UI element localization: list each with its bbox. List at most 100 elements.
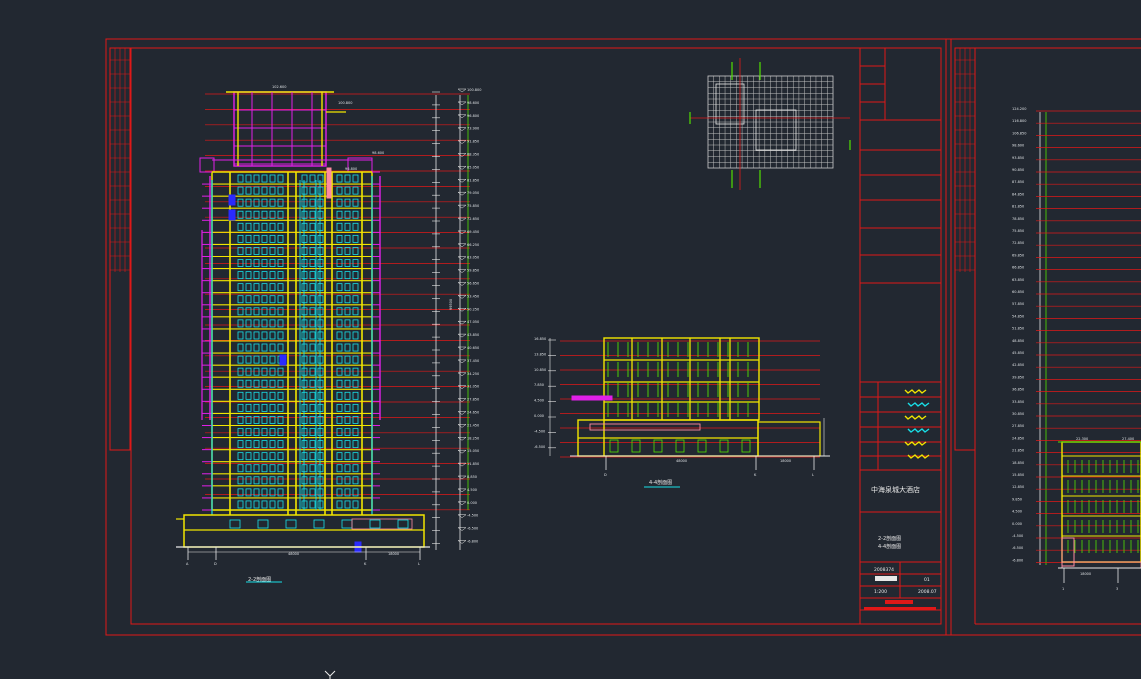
window [237,307,244,316]
sheet-number: 01 [924,577,930,583]
window [317,259,324,267]
elevation-marker [457,372,467,377]
window [253,234,260,243]
window [301,379,308,388]
elevation-label: 4.500 [467,488,477,492]
sheet-1-frame [105,38,1141,636]
elevation-label: 0.000 [467,501,477,505]
window [352,174,359,183]
elevation-label: 36.850 [1012,388,1024,392]
window [261,500,268,509]
window [352,295,359,304]
window [253,488,260,497]
podium-section-4-4[interactable]: 16.85013.85010.8507.8504.5000.000-4.500-… [534,337,830,488]
elevation-label: 69.450 [467,230,479,234]
podium-base-dimension: 48000 [676,459,687,463]
signature [904,415,927,420]
window [352,464,359,473]
elevation-label: -4.500 [534,429,545,433]
window [277,234,284,243]
elevation-marker [457,166,467,170]
window [344,464,351,473]
second-sheet-section[interactable]: 124.200116.800106.85098.60093.85090.8508… [1012,107,1141,591]
window [237,428,244,436]
window [336,259,343,267]
window [309,198,316,207]
window [245,186,252,195]
window [317,500,324,509]
window [352,367,359,376]
window [336,247,343,255]
window [261,488,268,497]
window [317,355,324,364]
elevation-label: 21.850 [1012,449,1024,453]
window [277,379,284,388]
window [301,428,308,436]
axis-label-L: L [418,562,420,566]
window [301,174,308,183]
elevation-marker [457,282,467,286]
elevation-label: 75.850 [467,204,479,208]
drawing-date: 2008.07 [918,589,937,595]
podium-dimension-texts: 48000 18000 4-4剖面图 [649,459,791,486]
axis-label-A: A [186,562,189,566]
pink-slab [589,423,701,431]
window [269,222,276,231]
window [317,379,324,388]
title-block-texts: 中海泉城大酒店 2-2剖面图 4-4剖面图 2008374 01 1:200 2… [871,485,937,595]
window [317,210,324,219]
podium-window [397,519,409,529]
window [269,198,276,207]
window [309,416,316,424]
window [317,222,324,231]
tower-base-dimension: 48000 [288,552,299,556]
key-plan[interactable] [689,58,851,190]
elevation-label: 124.200 [1012,107,1026,111]
window [344,210,351,219]
pink-accent [326,167,332,199]
window [253,367,260,376]
elevation-label: -4.500 [467,514,478,518]
elevation-label: 98.600 [467,101,479,105]
window [253,283,260,292]
window [277,391,284,400]
window [344,259,351,267]
window [344,234,351,243]
window [301,210,308,219]
window [344,355,351,364]
window [261,452,268,461]
window [237,440,244,449]
window [245,295,252,304]
podium-right-dimension: 18000 [780,459,791,463]
window [336,210,343,219]
window [336,343,343,352]
elevation-marker [457,114,467,119]
window [253,379,260,388]
elevation-marker [457,346,467,351]
window [344,247,351,255]
sheet-title-2: 4-4剖面图 [878,543,901,550]
window [344,403,351,412]
elevation-marker [457,88,467,93]
window [301,416,308,424]
window [245,416,252,424]
window [245,271,252,280]
window [317,271,324,280]
window [261,222,268,231]
window [237,283,244,292]
window [317,367,324,376]
window [269,403,276,412]
basement-window [697,439,707,453]
window [269,343,276,352]
elevation-label: 8.850 [467,475,477,479]
window [344,391,351,400]
window [336,307,343,316]
roof-label: 100.800 [338,101,352,105]
window [269,464,276,473]
window [344,283,351,292]
elevation-label: 79.050 [467,191,479,195]
window [317,331,324,340]
window [277,500,284,509]
